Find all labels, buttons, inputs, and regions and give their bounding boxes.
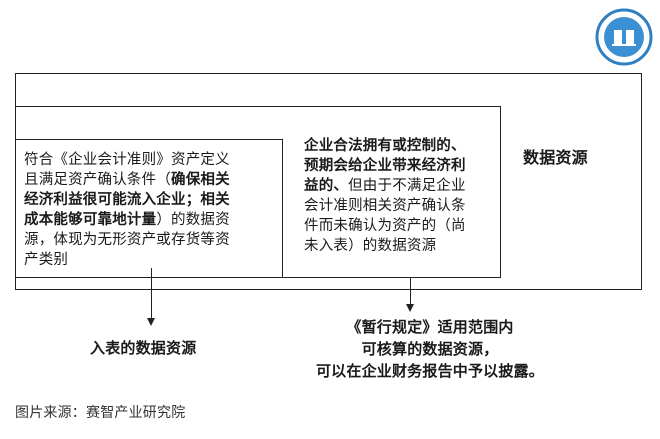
left-line-5: 源，体现为无形资产或存货等资 [24,232,230,248]
inner-box [15,139,283,278]
right-arrow-line [410,278,411,306]
middle-line-6: 未入表）的数据资源 [304,238,437,254]
middle-line-3a: 益的、 [304,178,349,194]
middle-line-2: 预期会给企业带来经济利 [304,158,466,174]
left-line-2a: 且满足资产确认条件（ [24,172,171,188]
scope-line-3: 可以在企业财务报告中予以披露。 [315,362,544,380]
middle-line-4: 会计准则相关资产确认条 [304,198,466,214]
data-resource-label: 数据资源 [523,148,588,167]
middle-line-3b: 但由于不满足企业 [348,178,466,194]
left-arrow-line [151,268,152,320]
middle-line-1: 企业合法拥有或控制的、 [304,138,466,154]
left-line-4b: ）的数据资 [156,212,230,228]
left-line-6: 产类别 [24,252,69,268]
booked-data-resource-label: 入表的数据资源 [90,339,197,357]
left-line-4a: 成本能够可靠地计量 [24,212,157,228]
regulation-scope-label: 《暂行规定》适用范围内 可核算的数据资源， 可以在企业财务报告中予以披露。 [285,316,575,382]
middle-line-5: 件而未确认为资产的（尚 [304,218,466,234]
left-line-2b: 确保相关 [171,172,230,188]
image-source-caption: 图片来源：赛智产业研究院 [15,405,186,421]
left-box-text: 符合《企业会计准则》资产定义 且满足资产确认条件（确保相关 经济利益很可能流入企… [24,150,274,270]
middle-box-text: 企业合法拥有或控制的、 预期会给企业带来经济利 益的、但由于不满足企业 会计准则… [304,136,499,256]
left-line-1: 符合《企业会计准则》资产定义 [24,152,230,168]
left-arrow-head [147,318,155,326]
institute-logo-icon [595,8,653,66]
scope-line-1: 《暂行规定》适用范围内 [346,318,514,336]
left-line-3: 经济利益很可能流入企业；相关 [24,192,230,208]
right-arrow-head [406,304,414,312]
scope-line-2: 可核算的数据资源， [361,340,499,358]
